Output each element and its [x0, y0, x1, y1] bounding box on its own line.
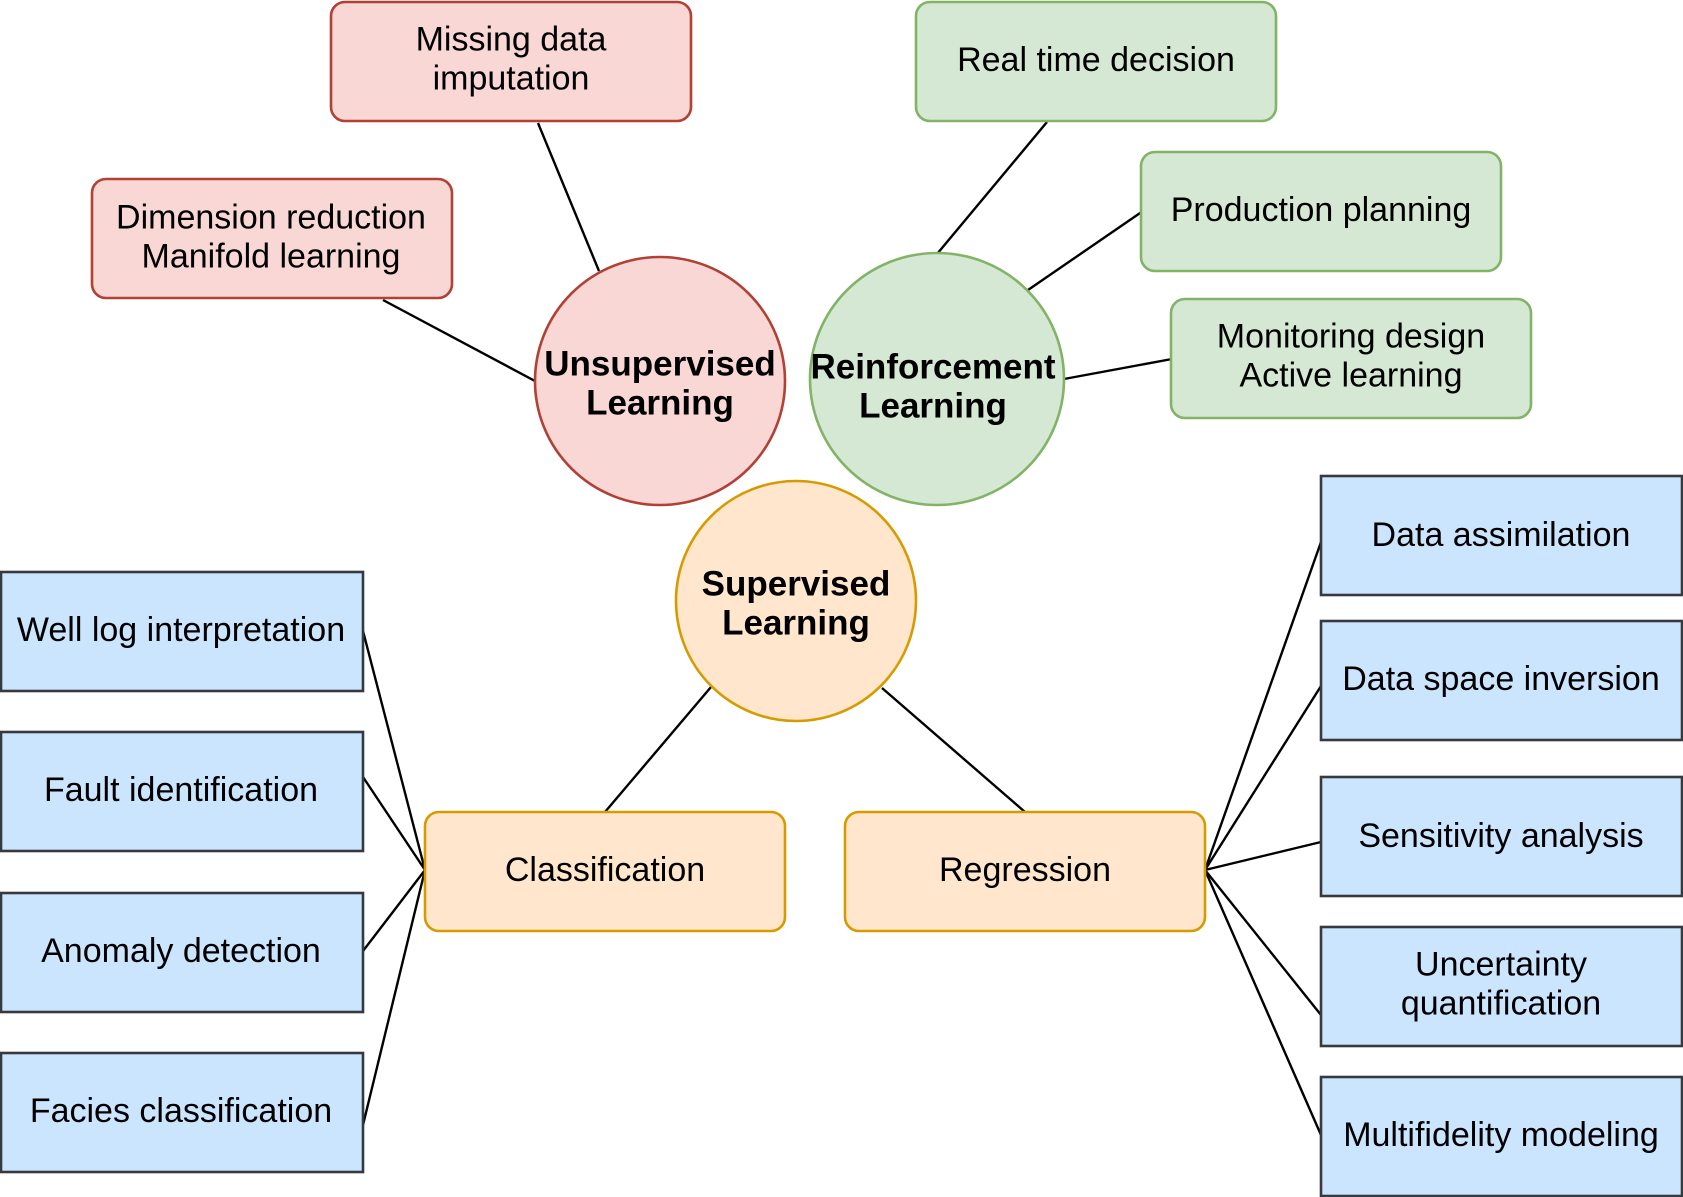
- label-line: Sensitivity analysis: [1358, 817, 1643, 855]
- fault-identification-label: Fault identification: [44, 771, 318, 809]
- uncertainty-quantification-box[interactable]: [1319, 925, 1683, 1048]
- fault-identification-box[interactable]: [0, 730, 365, 853]
- reinforcement-learning-node[interactable]: [808, 251, 1066, 507]
- facies-classification-label: Facies classification: [30, 1092, 332, 1130]
- label-line: Multifidelity modeling: [1343, 1116, 1659, 1154]
- reinforcement-group: Real time decision Production planning M…: [808, 0, 1533, 507]
- connector-dimension-reduction: [382, 298, 536, 383]
- monitoring-design-box[interactable]: [1169, 297, 1533, 420]
- connector-uncertainty-quantification: [1204, 869, 1322, 1016]
- anomaly-detection-label: Anomaly detection: [41, 932, 321, 970]
- label-line: Classification: [505, 851, 705, 889]
- connector-classification: [604, 686, 712, 813]
- connector-well-log: [361, 630, 427, 871]
- data-space-inversion-label: Data space inversion: [1342, 660, 1660, 698]
- connector-real-time-decision: [936, 121, 1048, 255]
- label-line: Regression: [939, 851, 1111, 889]
- regression-label: Regression: [939, 851, 1111, 889]
- connector-data-assimilation: [1203, 541, 1323, 871]
- label-line: Real time decision: [957, 41, 1235, 79]
- label-line: quantification: [1401, 984, 1601, 1022]
- unsupervised-learning-node[interactable]: [533, 255, 787, 507]
- data-assimilation-box[interactable]: [1319, 474, 1683, 597]
- label-line: Anomaly detection: [41, 932, 321, 970]
- classification-applications: Well log interpretation Fault identifica…: [0, 570, 365, 1174]
- label-line: Uncertainty: [1415, 945, 1587, 983]
- production-planning-label: Production planning: [1171, 191, 1472, 229]
- production-planning-box[interactable]: [1139, 150, 1503, 273]
- anomaly-detection-box[interactable]: [0, 891, 365, 1014]
- well-log-interpretation-label: Well log interpretation: [17, 611, 345, 649]
- connector-missing-data: [536, 122, 601, 272]
- label-line: Fault identification: [44, 771, 318, 809]
- connector-anomaly-detection: [362, 869, 426, 952]
- regression-box[interactable]: [843, 810, 1207, 933]
- classification-box[interactable]: [423, 810, 787, 933]
- connector-sensitivity-analysis: [1204, 840, 1322, 872]
- label-line: Unsupervised: [544, 345, 775, 384]
- label-line: imputation: [433, 59, 590, 97]
- label-line: Learning: [722, 604, 870, 643]
- label-line: Dimension reduction: [116, 198, 426, 236]
- label-line: Well log interpretation: [17, 611, 345, 649]
- label-line: Supervised: [702, 565, 891, 604]
- label-line: Production planning: [1171, 191, 1472, 229]
- regression-applications: Data assimilation Data space inversion S…: [1319, 474, 1683, 1197]
- connector-multifidelity-modeling: [1203, 869, 1323, 1136]
- label-line: Data space inversion: [1342, 660, 1660, 698]
- real-time-decision-box[interactable]: [914, 0, 1278, 123]
- label-line: Learning: [859, 387, 1007, 426]
- label-line: Data assimilation: [1372, 516, 1631, 554]
- label-line: Manifold learning: [142, 237, 401, 275]
- connector-monitoring-design: [1063, 357, 1173, 381]
- label-line: Monitoring design: [1217, 317, 1485, 355]
- connector-production-planning: [1027, 210, 1144, 291]
- label-line: Active learning: [1239, 356, 1462, 394]
- sensitivity-analysis-label: Sensitivity analysis: [1358, 817, 1643, 855]
- connector-facies-classification: [361, 869, 427, 1126]
- multifidelity-modeling-label: Multifidelity modeling: [1343, 1116, 1659, 1154]
- connector-regression: [881, 687, 1026, 813]
- data-assimilation-label: Data assimilation: [1372, 516, 1631, 554]
- label-line: Facies classification: [30, 1092, 332, 1130]
- connector-fault-identification: [362, 776, 426, 871]
- multifidelity-modeling-box[interactable]: [1319, 1075, 1683, 1197]
- connectors: [361, 121, 1323, 1136]
- missing-data-imputation-box[interactable]: [329, 0, 693, 123]
- label-line: Learning: [586, 384, 734, 423]
- facies-classification-box[interactable]: [0, 1051, 365, 1174]
- label-line: Missing data: [416, 20, 607, 58]
- connector-data-space-inversion: [1203, 685, 1323, 871]
- well-log-interpretation-box[interactable]: [0, 570, 365, 693]
- supervised-learning-node[interactable]: [674, 479, 918, 723]
- dimension-reduction-box[interactable]: [90, 177, 454, 300]
- label-line: Reinforcement: [810, 348, 1055, 387]
- sensitivity-analysis-box[interactable]: [1319, 775, 1683, 898]
- data-space-inversion-box[interactable]: [1319, 619, 1683, 742]
- real-time-decision-label: Real time decision: [957, 41, 1235, 79]
- classification-label: Classification: [505, 851, 705, 889]
